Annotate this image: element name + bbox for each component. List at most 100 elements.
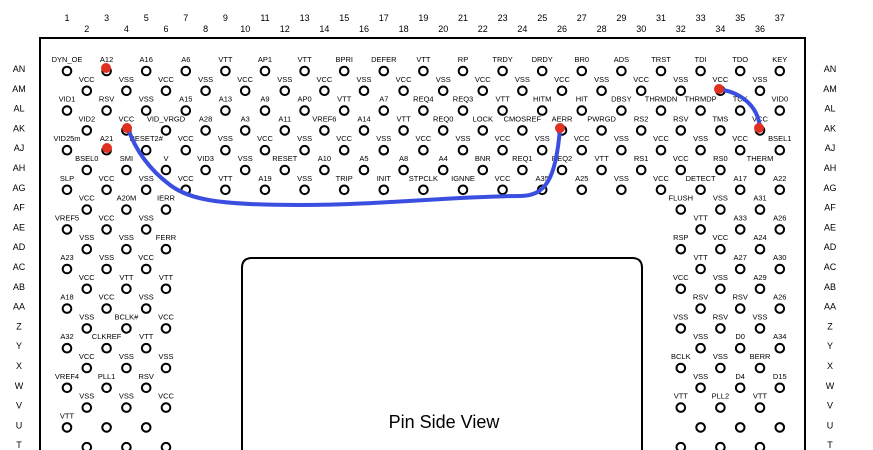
pin-label: A32 xyxy=(60,332,73,341)
row-label-left: AH xyxy=(13,163,26,173)
pin-label: RSV xyxy=(713,312,728,321)
highlight-pin-pwrgd xyxy=(555,123,565,133)
pin xyxy=(497,65,508,77)
pin-label: LOCK xyxy=(473,114,493,123)
pin-label: A28 xyxy=(199,114,212,123)
row-label-right: AD xyxy=(824,242,837,252)
pin xyxy=(734,303,746,314)
pin-label: IERR xyxy=(157,194,176,203)
pin-label: HITM xyxy=(533,95,551,104)
pin-label: VCC xyxy=(178,174,194,183)
pin xyxy=(239,125,251,136)
pin xyxy=(734,65,746,77)
pin xyxy=(695,382,706,394)
pin xyxy=(239,164,251,176)
row-label-right: X xyxy=(827,361,833,371)
pin xyxy=(655,65,667,77)
pin-label: VCC xyxy=(574,134,590,143)
pin-label: A19 xyxy=(258,174,271,183)
pin-label: VID25m xyxy=(53,134,80,143)
pin-label: VCC xyxy=(653,134,669,143)
pin xyxy=(121,402,132,413)
pin xyxy=(754,164,766,176)
pin xyxy=(319,85,330,97)
pin-label: A7 xyxy=(379,95,388,104)
row-label-right: AK xyxy=(824,123,836,133)
column-number: 20 xyxy=(438,24,448,34)
pin-label: VSS xyxy=(673,312,688,321)
column-number: 18 xyxy=(399,24,409,34)
pin xyxy=(81,85,93,97)
pin-label: D4 xyxy=(735,372,745,381)
pin xyxy=(734,105,746,116)
column-number: 5 xyxy=(144,13,149,23)
pin xyxy=(695,224,706,235)
pin xyxy=(675,283,687,295)
pin-label: AP1 xyxy=(258,55,272,64)
pin xyxy=(675,441,687,450)
pin xyxy=(101,105,112,116)
row-label-right: AM xyxy=(823,84,837,94)
pin-label: A14 xyxy=(357,114,370,123)
pin-label: RS1 xyxy=(634,154,649,163)
pin-label: DETECT xyxy=(686,174,716,183)
signal-trace xyxy=(126,126,562,208)
pin xyxy=(715,243,726,255)
pin xyxy=(140,263,152,275)
pin-label: VSS xyxy=(614,134,629,143)
pin xyxy=(61,65,73,77)
signal-trace-short xyxy=(716,87,762,130)
pin-label: VSS xyxy=(99,253,114,262)
pin-label: VID1 xyxy=(59,95,76,104)
pin xyxy=(457,184,469,196)
row-label-right: AC xyxy=(824,262,837,272)
pin xyxy=(299,144,310,156)
pin-label: VSS xyxy=(79,233,94,242)
pin xyxy=(81,204,93,215)
pin-label: VSS xyxy=(752,312,767,321)
pin xyxy=(121,283,132,295)
pin-label: VTT xyxy=(753,392,768,401)
pin xyxy=(734,382,746,394)
pin-label: SMI xyxy=(120,154,133,163)
row-label-right: AN xyxy=(824,64,837,74)
column-number: 26 xyxy=(557,24,567,34)
row-label-right: AA xyxy=(824,302,836,312)
pin xyxy=(616,184,627,196)
pin-label: VSS xyxy=(693,332,708,341)
pin-label: V xyxy=(163,154,168,163)
column-number: 24 xyxy=(517,24,527,34)
pin xyxy=(200,125,211,136)
pin-label: VSS xyxy=(693,372,708,381)
pin-label: STPCLK xyxy=(409,174,438,183)
column-number: 9 xyxy=(223,13,228,23)
pin xyxy=(715,204,726,215)
pin-label: TCK xyxy=(733,95,748,104)
pin-grid xyxy=(61,65,786,450)
column-number: 2 xyxy=(84,24,89,34)
row-label-left: AF xyxy=(13,203,25,213)
pin xyxy=(497,144,508,156)
pin-label: D15 xyxy=(773,372,787,381)
pin xyxy=(754,323,766,334)
row-label-right: V xyxy=(827,401,833,411)
pin-label: VCC xyxy=(712,233,728,242)
column-number: 35 xyxy=(735,13,745,23)
pin xyxy=(655,184,667,196)
pin xyxy=(675,323,687,334)
pin xyxy=(358,164,370,176)
pin xyxy=(675,204,687,215)
pin-label: A11 xyxy=(278,114,291,123)
pin-label: VCC xyxy=(99,293,115,302)
pin xyxy=(655,144,667,156)
pin-label: A34 xyxy=(773,332,786,341)
pin xyxy=(715,164,726,176)
pin xyxy=(140,303,152,314)
pin xyxy=(81,243,93,255)
pin xyxy=(675,125,687,136)
pin xyxy=(101,224,112,235)
pin xyxy=(556,164,568,176)
pin-label: VSS xyxy=(139,174,154,183)
row-label-right: AG xyxy=(823,183,836,193)
pin-label: REQ3 xyxy=(453,95,473,104)
